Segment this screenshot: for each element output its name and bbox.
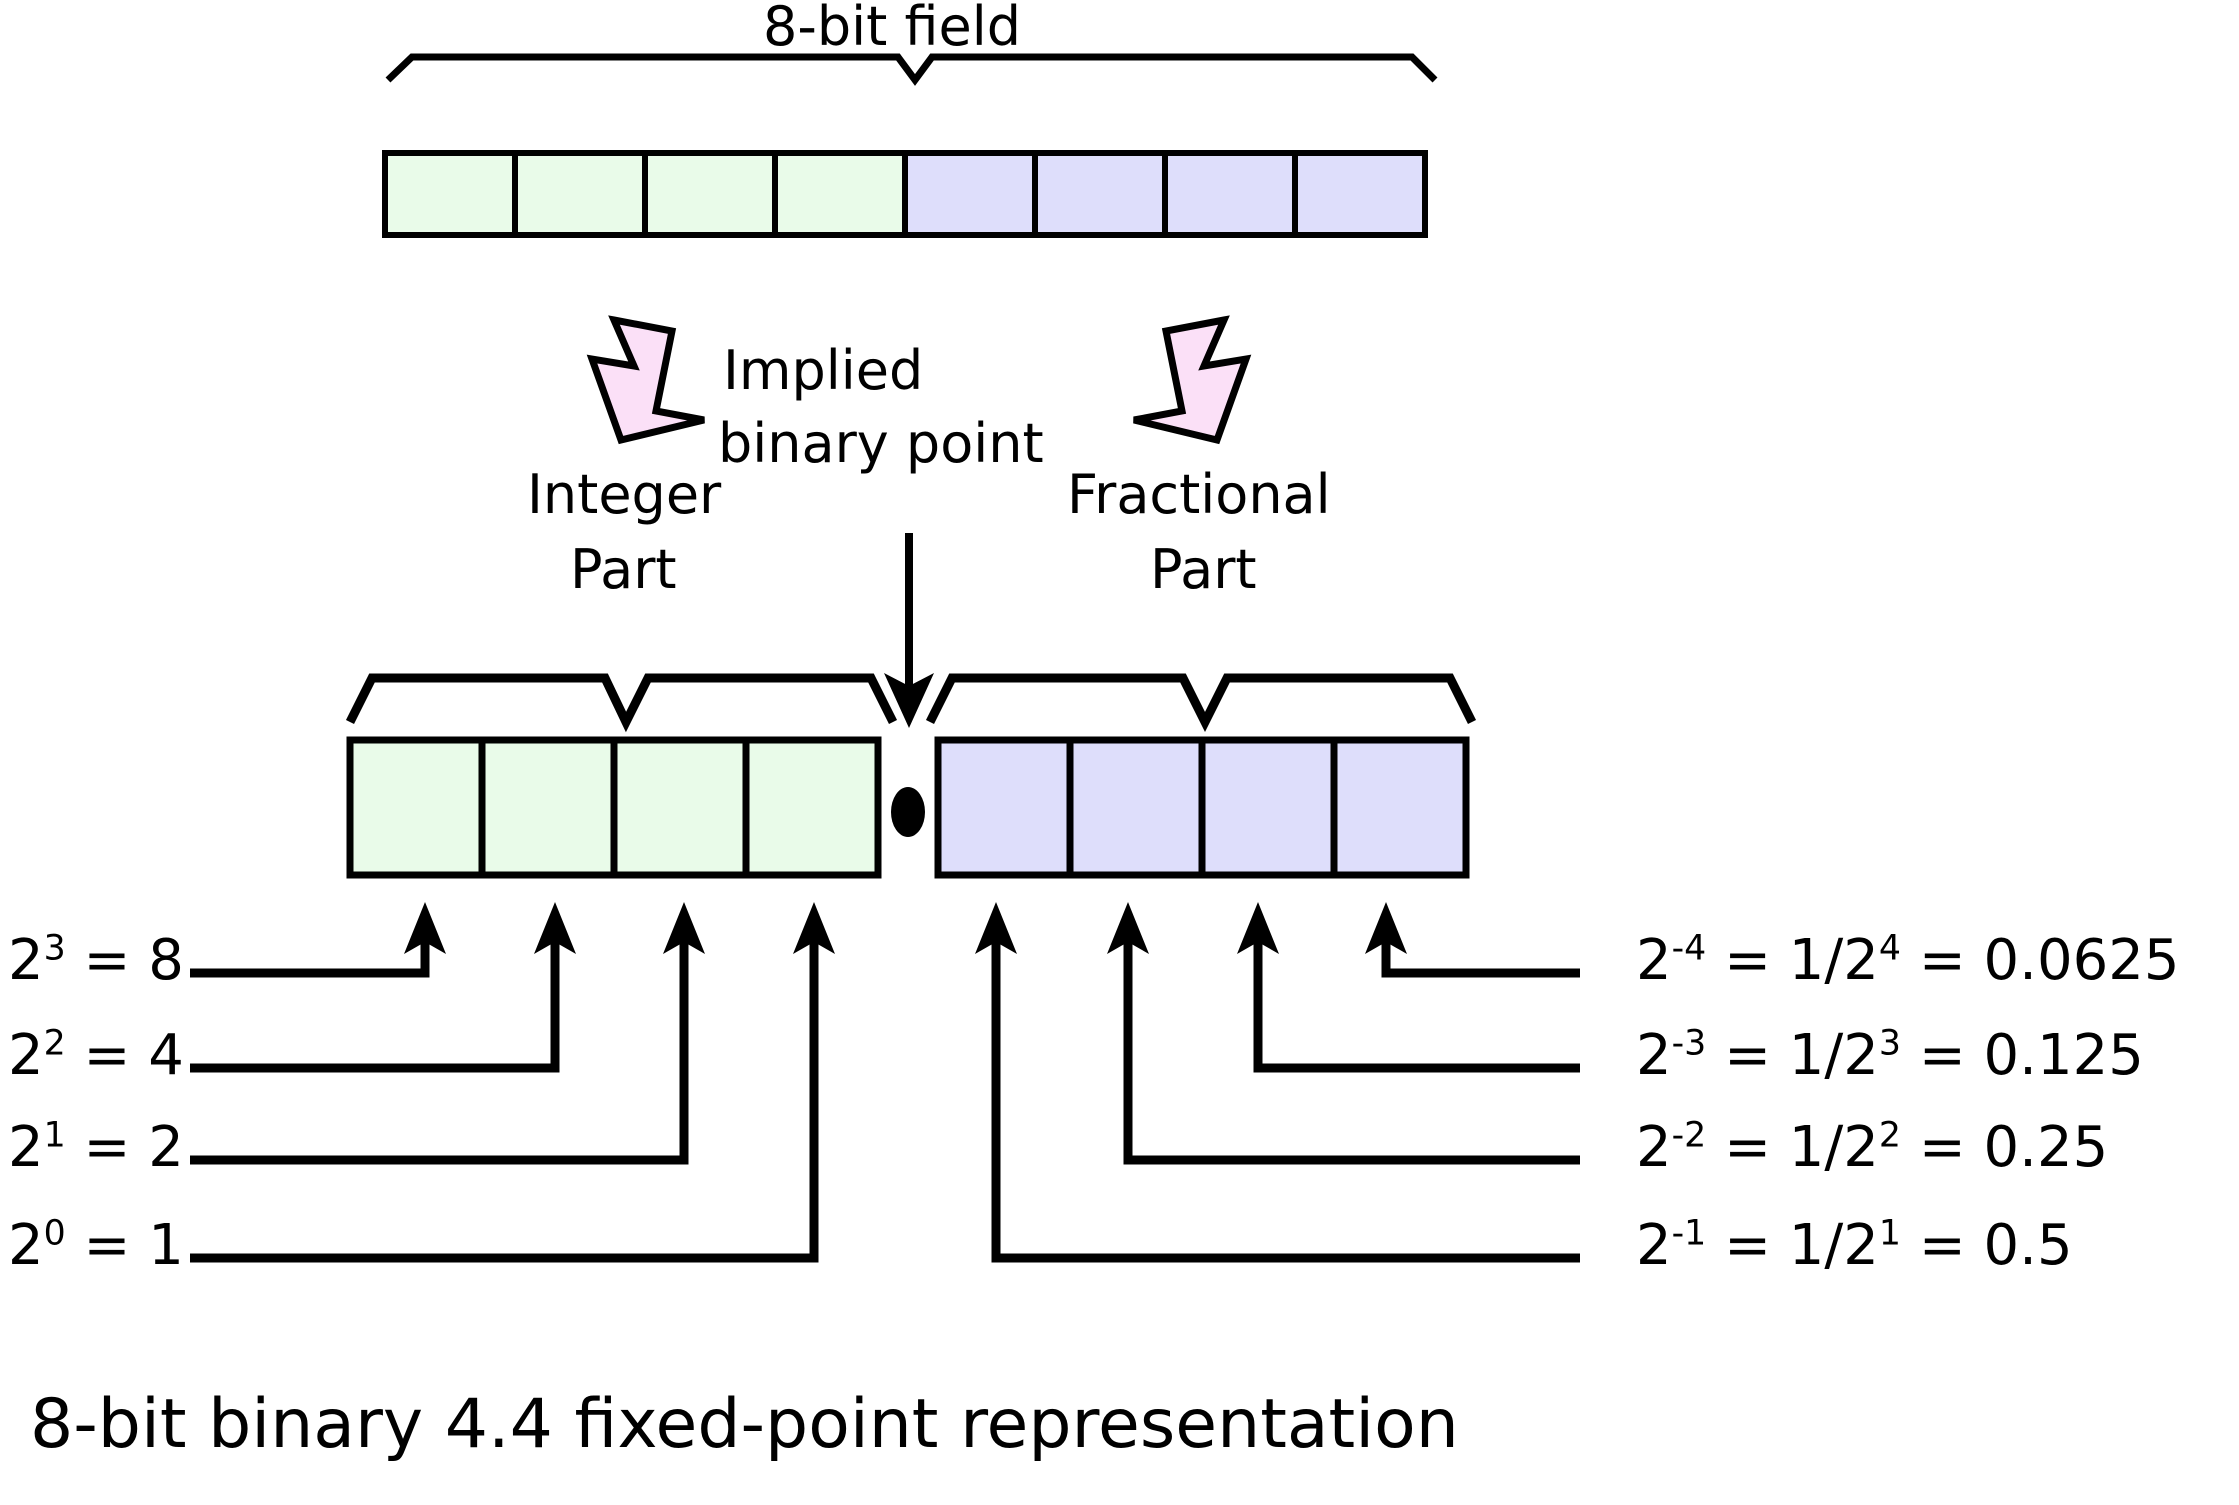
fractional-weight-exponent-n3: -3 bbox=[1671, 1023, 1707, 1064]
integer-part-label-line2: Part bbox=[570, 538, 677, 601]
fractional-part-label-line1: Fractional bbox=[1067, 463, 1331, 526]
top-bit-cell-5[interactable] bbox=[1032, 150, 1168, 238]
integer-weight-exponent-3: 3 bbox=[43, 928, 66, 969]
integer-weight-label-3: 23 = 8 bbox=[8, 928, 184, 993]
diagram-caption: 8-bit binary 4.4 fixed-point representat… bbox=[30, 1385, 1459, 1464]
integer-weight-base-2: 2 bbox=[8, 1023, 44, 1088]
integer-bit-cell-0[interactable] bbox=[346, 736, 486, 879]
top-bit-cell-3[interactable] bbox=[772, 150, 908, 238]
top-bit-cell-0[interactable] bbox=[382, 150, 518, 238]
fractional-weight-frac-exponent-n2: 2 bbox=[1878, 1115, 1902, 1156]
top-bit-field bbox=[382, 150, 1428, 238]
fractional-weight-value-n4: 0.0625 bbox=[1983, 928, 2180, 993]
frac-mid-n3: = 1/2 bbox=[1706, 1023, 1879, 1088]
integer-bit-cell-1[interactable] bbox=[478, 736, 618, 879]
fractional-weight-exponent-n1: -1 bbox=[1671, 1213, 1707, 1254]
fractional-bit-cell-1[interactable] bbox=[1066, 736, 1206, 879]
integer-weight-base-0: 2 bbox=[8, 1213, 44, 1278]
integer-weight-label-1: 21 = 2 bbox=[8, 1115, 184, 1180]
fractional-weight-frac-exponent-n3: 3 bbox=[1878, 1023, 1902, 1064]
integer-weight-base-3: 2 bbox=[8, 928, 44, 993]
fractional-weight-connectors bbox=[975, 902, 1580, 1263]
fractional-bit-cell-2[interactable] bbox=[1198, 736, 1338, 879]
fractional-weight-exponent-n2: -2 bbox=[1671, 1115, 1707, 1156]
frac-base-a-n4: 2 bbox=[1636, 928, 1672, 993]
integer-weight-exponent-1: 1 bbox=[43, 1115, 66, 1156]
top-field-label: 8-bit field bbox=[763, 0, 1021, 58]
implied-binary-point-label-line2: binary point bbox=[718, 412, 1044, 475]
fractional-weight-value-n1: 0.5 bbox=[1983, 1213, 2073, 1278]
fractional-weight-exponent-n4: -4 bbox=[1671, 928, 1707, 969]
integer-weight-value-2: = 4 bbox=[65, 1023, 184, 1088]
integer-bit-cell-3[interactable] bbox=[742, 736, 882, 879]
fractional-bit-cell-0[interactable] bbox=[934, 736, 1074, 879]
integer-weight-exponent-0: 0 bbox=[43, 1213, 66, 1254]
integer-weight-label-0: 20 = 1 bbox=[8, 1213, 184, 1278]
fractional-part-label-line2: Part bbox=[1150, 538, 1257, 601]
top-bit-cell-2[interactable] bbox=[642, 150, 778, 238]
integer-weight-label-2: 22 = 4 bbox=[8, 1023, 184, 1088]
integer-split-arrow-icon bbox=[586, 315, 705, 445]
fractional-weight-label-n1: 2-1 = 1/21 = 0.5 bbox=[1636, 1213, 2073, 1278]
fractional-part-brace bbox=[925, 673, 1477, 733]
implied-binary-point-arrow-icon bbox=[884, 533, 934, 728]
top-field-brace bbox=[385, 53, 1438, 86]
frac-eq-n4: = bbox=[1901, 928, 1984, 993]
top-bit-cell-7[interactable] bbox=[1292, 150, 1428, 238]
implied-binary-point-label-line1: Implied bbox=[723, 339, 924, 402]
fractional-bit-cell-3[interactable] bbox=[1330, 736, 1470, 879]
fractional-weight-label-n2: 2-2 = 1/22 = 0.25 bbox=[1636, 1115, 2108, 1180]
top-bit-cell-1[interactable] bbox=[512, 150, 648, 238]
binary-point-dot-icon bbox=[891, 787, 925, 837]
integer-weight-value-0: = 1 bbox=[65, 1213, 184, 1278]
integer-part-brace bbox=[345, 673, 898, 733]
integer-weight-exponent-2: 2 bbox=[43, 1023, 66, 1064]
top-bit-cell-4[interactable] bbox=[902, 150, 1038, 238]
frac-eq-n3: = bbox=[1901, 1023, 1984, 1088]
integer-weight-value-3: = 8 bbox=[65, 928, 184, 993]
integer-weight-base-1: 2 bbox=[8, 1115, 44, 1180]
fractional-weight-frac-exponent-n4: 4 bbox=[1878, 928, 1902, 969]
frac-base-a-n3: 2 bbox=[1636, 1023, 1672, 1088]
frac-eq-n1: = bbox=[1901, 1213, 1984, 1278]
integer-weight-value-1: = 2 bbox=[65, 1115, 184, 1180]
fractional-split-arrow-icon bbox=[1133, 315, 1252, 445]
fractional-weight-value-n2: 0.25 bbox=[1983, 1115, 2109, 1180]
fractional-weight-label-n3: 2-3 = 1/23 = 0.125 bbox=[1636, 1023, 2144, 1088]
frac-mid-n4: = 1/2 bbox=[1706, 928, 1879, 993]
integer-part-field bbox=[346, 736, 882, 879]
fractional-weight-value-n3: 0.125 bbox=[1983, 1023, 2144, 1088]
integer-weight-connectors bbox=[190, 902, 835, 1263]
fractional-part-field bbox=[934, 736, 1470, 879]
top-bit-cell-6[interactable] bbox=[1162, 150, 1298, 238]
integer-part-label-line1: Integer bbox=[527, 463, 722, 526]
frac-base-a-n2: 2 bbox=[1636, 1115, 1672, 1180]
frac-mid-n2: = 1/2 bbox=[1706, 1115, 1879, 1180]
frac-mid-n1: = 1/2 bbox=[1706, 1213, 1879, 1278]
frac-base-a-n1: 2 bbox=[1636, 1213, 1672, 1278]
fractional-weight-frac-exponent-n1: 1 bbox=[1878, 1213, 1902, 1254]
frac-eq-n2: = bbox=[1901, 1115, 1984, 1180]
integer-bit-cell-2[interactable] bbox=[610, 736, 750, 879]
fractional-weight-label-n4: 2-4 = 1/24 = 0.0625 bbox=[1636, 928, 2180, 993]
